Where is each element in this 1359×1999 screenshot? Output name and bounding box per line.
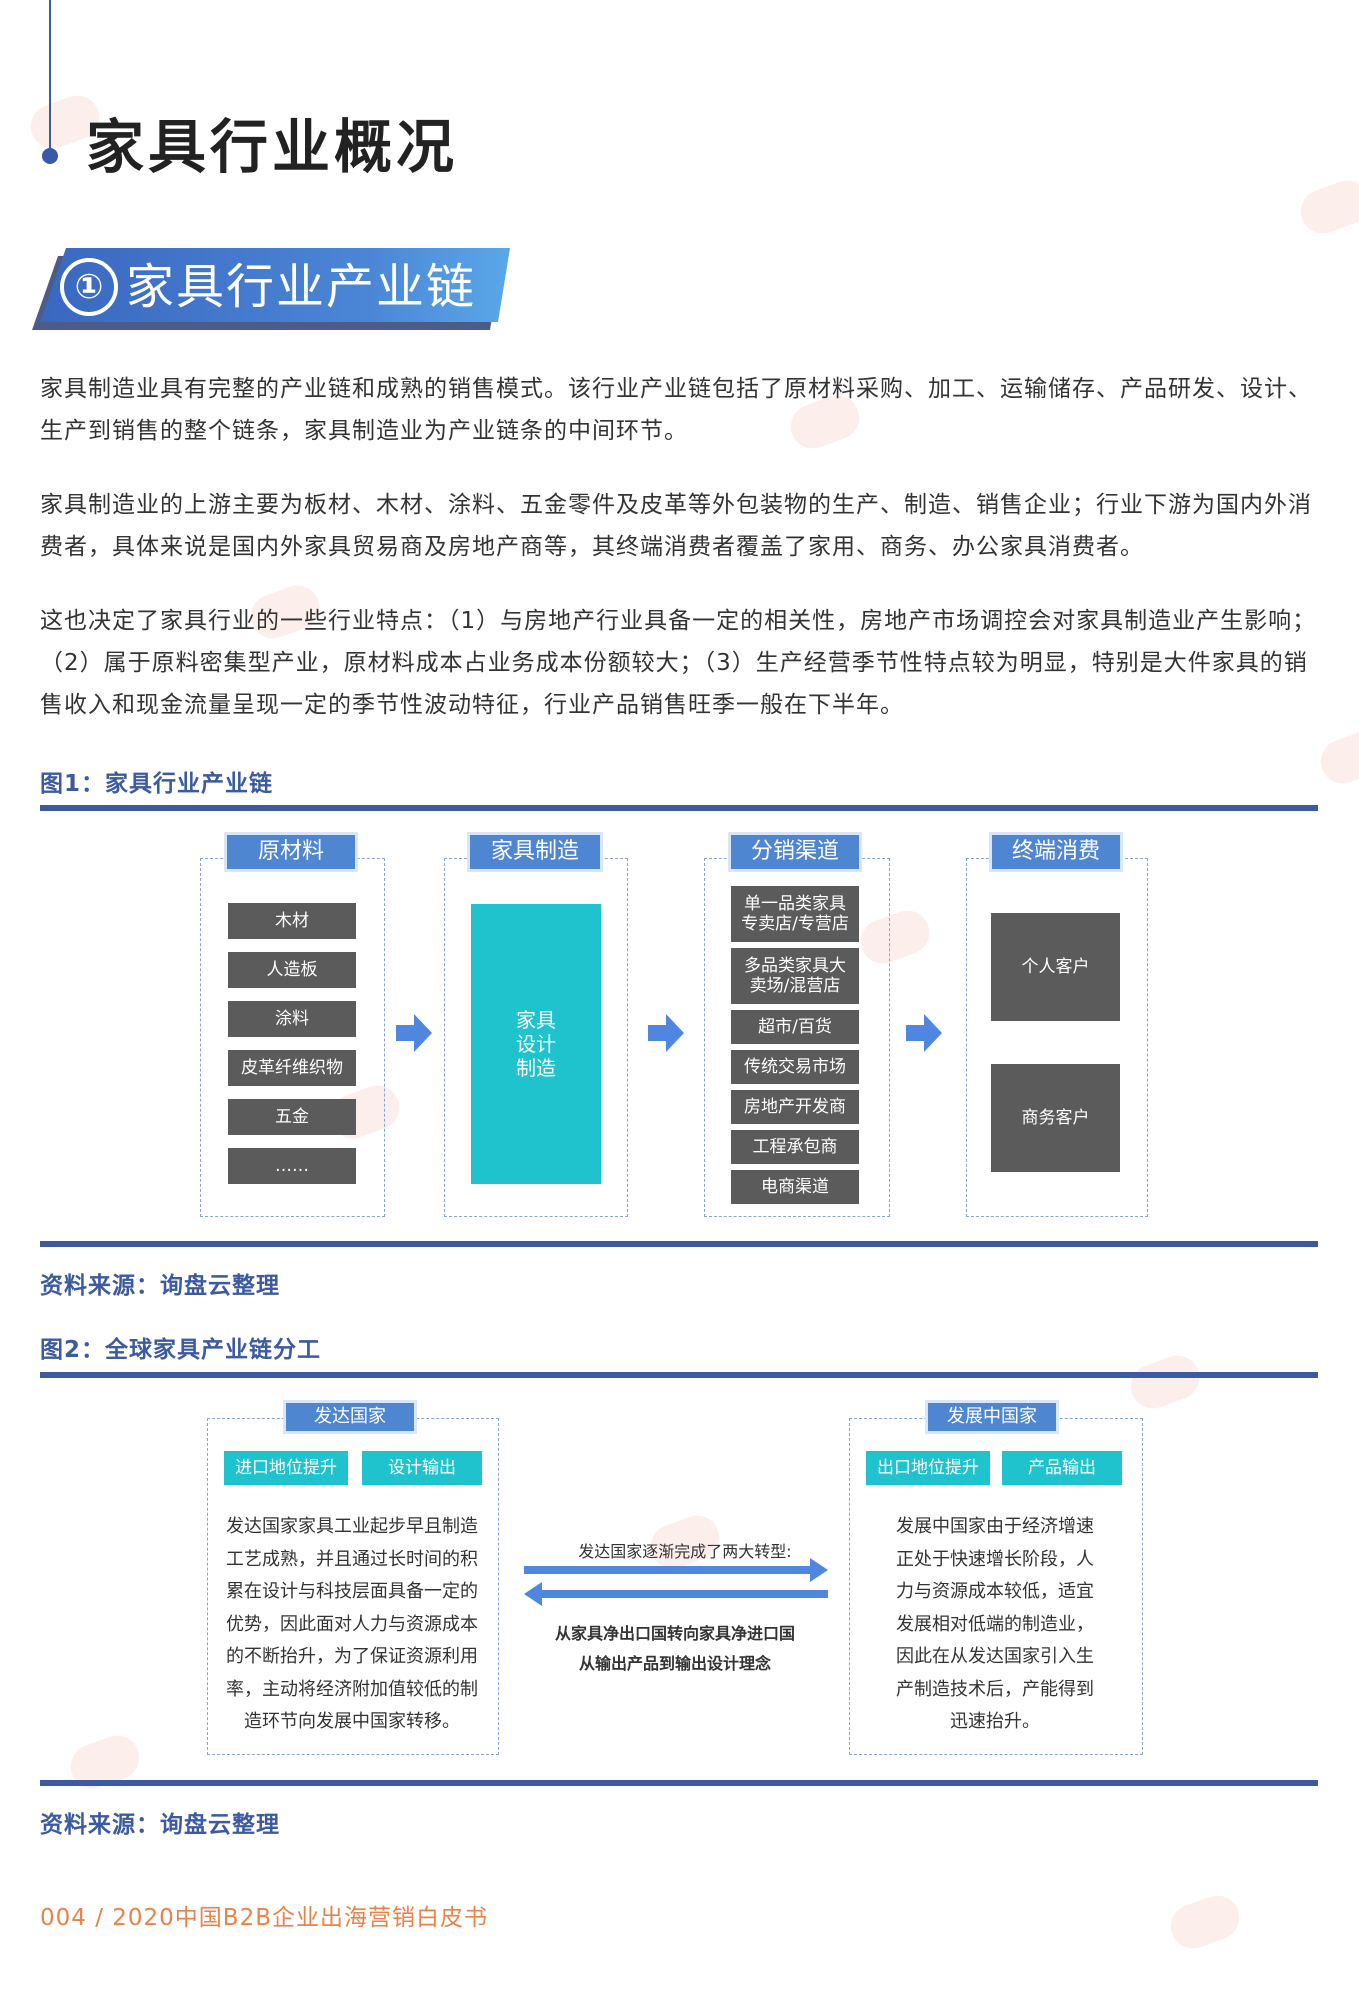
distribution-item: 传统交易市场 [731, 1050, 859, 1084]
developed-text-line: 累在设计与科技层面具备一定的 [226, 1581, 478, 1602]
transition-caption: 发达国家逐渐完成了两大转型: [578, 1542, 792, 1561]
watermark-cloud-icon [1124, 1349, 1206, 1415]
end-consumer-header: 终端消费 [992, 835, 1120, 869]
end-consumer-item: 商务客户 [991, 1064, 1120, 1172]
paragraph-3: 这也决定了家具行业的一些行业特点：（1）与房地产行业具备一定的相关性，房地产市场… [40, 608, 1317, 718]
raw-item: 人造板 [228, 952, 356, 988]
developed-text-line: 发达国家家具工业起步早且制造 [226, 1516, 478, 1537]
distribution-item: 房地产开发商 [731, 1090, 859, 1124]
distribution-item: 单一品类家具 专卖店/专营店 [731, 886, 859, 942]
raw-item: 皮革纤维织物 [228, 1050, 356, 1086]
header-dot [42, 148, 58, 164]
developing-text-line: 正处于快速增长阶段，人 [896, 1548, 1094, 1570]
developing-text-line: 发展相对低端的制造业， [896, 1613, 1094, 1635]
developing-text-line: 产制造技术后，产能得到 [896, 1678, 1094, 1700]
figure2-source: 资料来源：询盘云整理 [40, 1812, 280, 1838]
transition-line-1: 从家具净出口国转向家具净进口国 [554, 1624, 795, 1643]
developing-text-line: 迅速抬升。 [950, 1711, 1040, 1732]
figure2-title: 图2：全球家具产业链分工 [40, 1337, 322, 1363]
manufacturing-line: 家具 [516, 1008, 556, 1032]
developed-text: 发达国家家具工业起步早且制造 工艺成熟，并且通过长时间的积 累在设计与科技层面具… [212, 1511, 492, 1739]
manufacturing-header: 家具制造 [470, 835, 600, 869]
transition-line-2: 从输出产品到输出设计理念 [578, 1654, 771, 1673]
raw-item: 木材 [228, 903, 356, 939]
paragraph-2: 家具制造业的上游主要为板材、木材、涂料、五金零件及皮革等外包装物的生产、制造、销… [40, 492, 1312, 560]
distribution-item: 多品类家具大 卖场/混营店 [731, 948, 859, 1004]
page-title: 家具行业概况 [86, 113, 459, 181]
developing-text: 发展中国家由于经济增速 正处于快速增长阶段，人 力与资源成本较低，适宜 发展相对… [860, 1511, 1130, 1739]
section-number: ① [60, 258, 118, 316]
developed-text-line: 工艺成熟，并且通过长时间的积 [226, 1548, 478, 1570]
figure1-title: 图1：家具行业产业链 [40, 771, 274, 797]
distribution-item: 超市/百货 [731, 1010, 859, 1044]
watermark-cloud-icon [1314, 724, 1359, 790]
bidirectional-arrow-icon [524, 1558, 828, 1606]
flow-arrow-icon [906, 1014, 942, 1052]
developing-tag: 产品输出 [1002, 1451, 1122, 1485]
section-title: 家具行业产业链 [126, 259, 477, 315]
developing-tag: 出口地位提升 [866, 1451, 990, 1485]
developing-header: 发展中国家 [928, 1403, 1056, 1431]
developed-text-line: 的不断抬升，为了保证资源利用 [226, 1646, 478, 1667]
figure2-top-rule [40, 1372, 1318, 1378]
raw-materials-header: 原材料 [227, 835, 355, 869]
flow-arrow-icon [648, 1014, 684, 1052]
section-banner [40, 248, 510, 322]
watermark-cloud-icon [1164, 1889, 1246, 1955]
developing-text-line: 因此在从发达国家引入生 [896, 1646, 1094, 1667]
developed-text-line: 优势，因此面对人力与资源成本 [226, 1613, 478, 1635]
distribution-header: 分销渠道 [731, 835, 859, 869]
distribution-item: 工程承包商 [731, 1130, 859, 1164]
figure1-bottom-rule [40, 1241, 1318, 1247]
watermark-cloud-icon [1294, 174, 1359, 240]
developed-tag: 进口地位提升 [224, 1451, 348, 1485]
manufacturing-line: 设计 [516, 1032, 556, 1056]
figure1-top-rule [40, 805, 1318, 811]
developing-text-line: 力与资源成本较低，适宜 [896, 1581, 1094, 1602]
manufacturing-block: 家具 设计 制造 [471, 904, 601, 1184]
manufacturing-line: 制造 [516, 1056, 556, 1080]
figure2-bottom-rule [40, 1780, 1318, 1786]
developed-text-line: 率，主动将经济附加值较低的制 [226, 1678, 478, 1700]
developed-header: 发达国家 [286, 1403, 414, 1431]
raw-item: …… [228, 1148, 356, 1184]
developing-text-line: 发展中国家由于经济增速 [896, 1516, 1094, 1537]
page-footer: 004 / 2020中国B2B企业出海营销白皮书 [40, 1905, 488, 1931]
developed-tag: 设计输出 [362, 1451, 482, 1485]
developed-text-line: 造环节向发展中国家转移。 [244, 1711, 460, 1732]
header-vertical-line [49, 0, 51, 158]
raw-item: 涂料 [228, 1001, 356, 1037]
raw-item: 五金 [228, 1099, 356, 1135]
flow-arrow-icon [396, 1014, 432, 1052]
figure1-source: 资料来源：询盘云整理 [40, 1273, 280, 1299]
paragraph-1: 家具制造业具有完整的产业链和成熟的销售模式。该行业产业链包括了原材料采购、加工、… [40, 376, 1312, 444]
distribution-item: 电商渠道 [731, 1170, 859, 1204]
end-consumer-item: 个人客户 [991, 913, 1120, 1021]
